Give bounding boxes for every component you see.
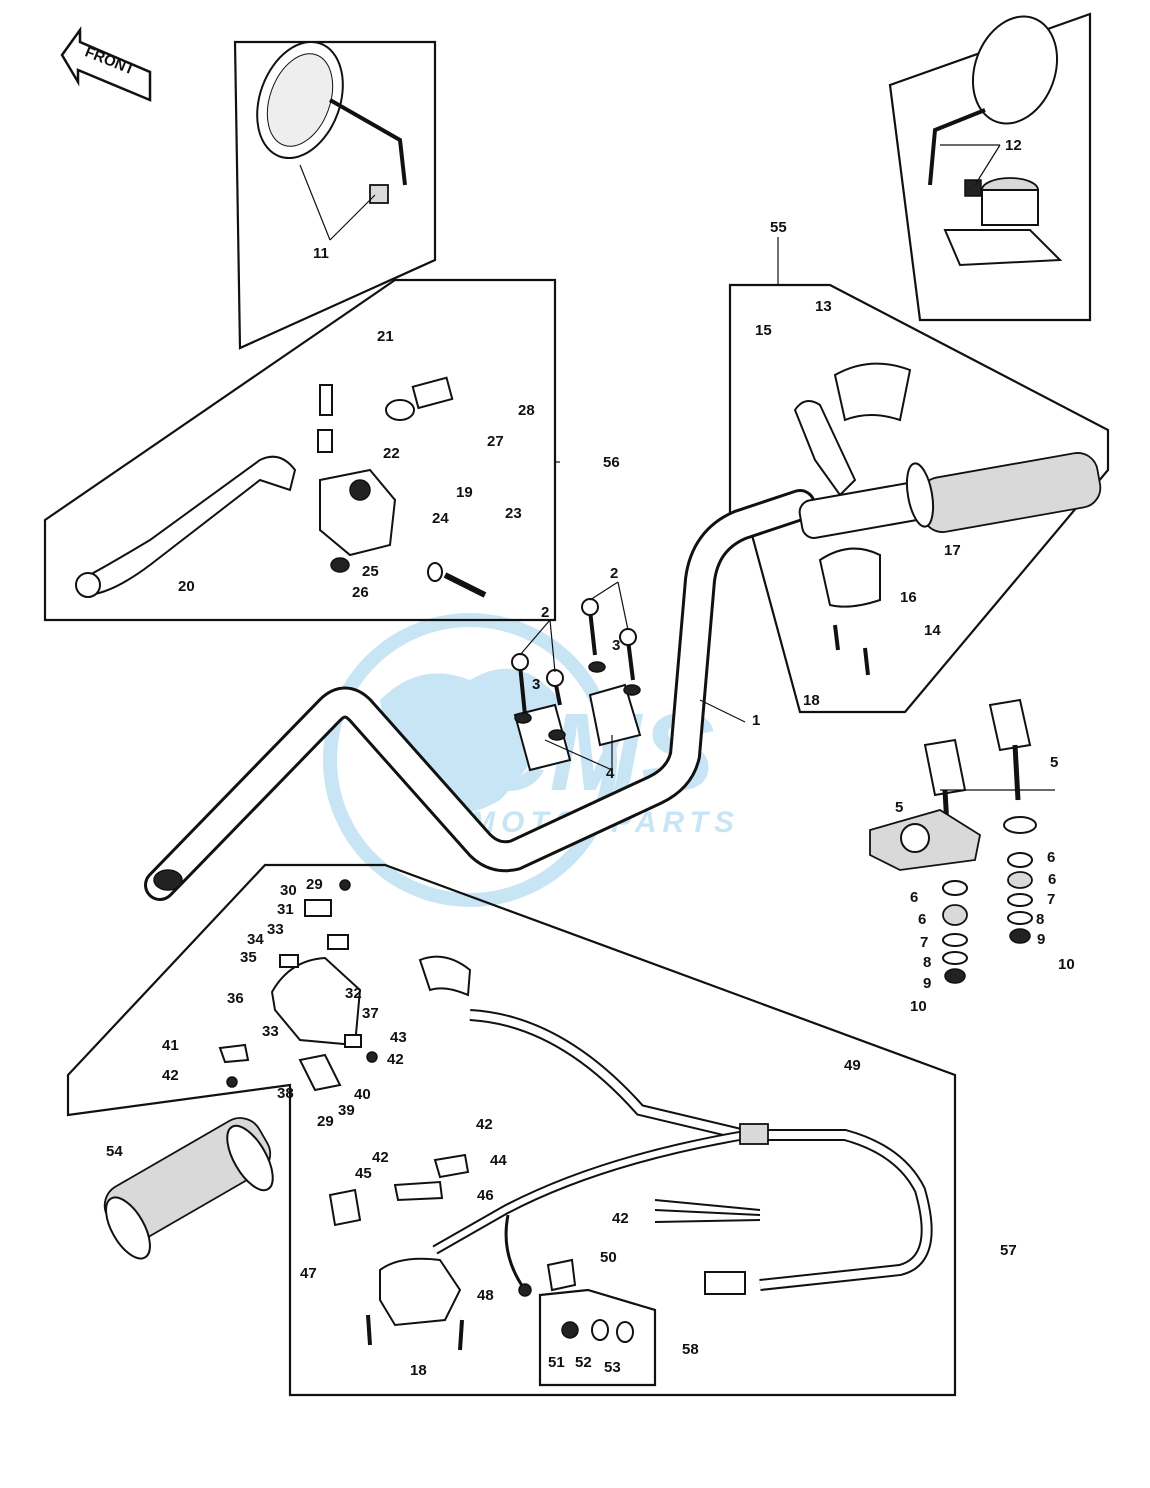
callout-36: 36 <box>227 990 244 1007</box>
front-arrow: FRONT <box>60 26 152 102</box>
mirror-left-frame <box>233 40 437 350</box>
right-switch-parts <box>793 362 1102 676</box>
callout-40: 40 <box>354 1086 371 1103</box>
callout-32: 32 <box>345 985 362 1002</box>
callout-2b: 2 <box>610 565 618 582</box>
callout-44: 44 <box>490 1152 507 1169</box>
callout-2a: 2 <box>541 604 549 621</box>
left-switch-frame <box>66 863 957 1397</box>
callout-25: 25 <box>362 563 379 580</box>
callout-42d: 42 <box>372 1149 389 1166</box>
callout-5b: 5 <box>895 799 903 816</box>
callout-49: 49 <box>844 1057 861 1074</box>
leader-lines <box>299 144 1055 791</box>
callout-38: 38 <box>277 1085 294 1102</box>
callout-14: 14 <box>924 622 941 639</box>
callout-34: 34 <box>247 931 264 948</box>
callout-29b: 29 <box>317 1113 334 1130</box>
callout-21: 21 <box>377 328 394 345</box>
callout-17: 17 <box>944 542 961 559</box>
left-mirror <box>256 40 407 204</box>
callout-26: 26 <box>352 584 369 601</box>
callout-3a: 3 <box>532 676 540 693</box>
callout-54: 54 <box>106 1143 123 1160</box>
handlebar <box>144 489 816 901</box>
callout-6d: 6 <box>918 911 926 928</box>
callout-35: 35 <box>240 949 257 966</box>
callout-16: 16 <box>900 589 917 606</box>
fork-clamp-parts <box>869 698 1037 984</box>
callout-42a: 42 <box>162 1067 179 1084</box>
clutch-lever-frame <box>43 278 557 622</box>
left-grip <box>103 1117 274 1260</box>
callout-42e: 42 <box>612 1210 629 1227</box>
callout-10b: 10 <box>910 998 927 1015</box>
callout-3b: 3 <box>612 637 620 654</box>
callout-12: 12 <box>1005 137 1022 154</box>
callout-33a: 33 <box>267 921 284 938</box>
callout-57: 57 <box>1000 1242 1017 1259</box>
callout-56: 56 <box>603 454 620 471</box>
small-parts-frame <box>538 1288 657 1387</box>
callout-30: 30 <box>280 882 297 899</box>
master-cylinder <box>943 177 1063 267</box>
callout-7a: 7 <box>1047 891 1055 908</box>
left-switch-housing <box>218 879 378 1092</box>
callout-4: 4 <box>606 765 615 782</box>
callout-18a: 18 <box>803 692 820 709</box>
callout-9a: 9 <box>1037 931 1045 948</box>
callout-11: 11 <box>313 245 329 262</box>
callout-19: 19 <box>456 484 473 501</box>
callout-23: 23 <box>505 505 522 522</box>
callout-20: 20 <box>178 578 195 595</box>
callout-1: 1 <box>752 712 760 729</box>
callout-50: 50 <box>600 1249 617 1266</box>
callout-41: 41 <box>162 1037 179 1054</box>
callout-6c: 6 <box>910 889 918 906</box>
callout-48: 48 <box>477 1287 494 1304</box>
callout-5a: 5 <box>1050 754 1058 771</box>
callout-58: 58 <box>682 1341 699 1358</box>
callout-24: 24 <box>432 510 449 527</box>
callout-27: 27 <box>487 433 504 450</box>
callout-52: 52 <box>575 1354 592 1371</box>
callout-13: 13 <box>815 298 832 315</box>
callout-53: 53 <box>604 1359 621 1376</box>
callout-55: 55 <box>770 219 787 236</box>
callout-6b: 6 <box>1048 871 1056 888</box>
callout-31: 31 <box>277 901 294 918</box>
callout-42b: 42 <box>387 1051 404 1068</box>
callout-22: 22 <box>383 445 400 462</box>
callout-8a: 8 <box>1036 911 1044 928</box>
callout-18b: 18 <box>410 1362 427 1379</box>
callout-39: 39 <box>338 1102 355 1119</box>
callout-33b: 33 <box>262 1023 279 1040</box>
callout-labels: 1 2 2 3 3 4 5 5 6 6 6 6 7 7 8 8 9 9 10 1… <box>106 137 1075 1379</box>
lower-switch-parts <box>328 1153 634 1351</box>
callout-43: 43 <box>390 1029 407 1046</box>
clutch-lever <box>75 455 297 598</box>
lever-holder <box>317 376 487 598</box>
callout-7b: 7 <box>920 934 928 951</box>
callout-45: 45 <box>355 1165 372 1182</box>
callout-46: 46 <box>477 1187 494 1204</box>
callout-6a: 6 <box>1047 849 1055 866</box>
callout-47: 47 <box>300 1265 317 1282</box>
callout-29a: 29 <box>306 876 323 893</box>
callout-42c: 42 <box>476 1116 493 1133</box>
callout-8b: 8 <box>923 954 931 971</box>
callout-37: 37 <box>362 1005 379 1022</box>
callout-15: 15 <box>755 322 772 339</box>
wiring-harness <box>418 955 933 1297</box>
callout-51: 51 <box>548 1354 565 1371</box>
right-mirror <box>928 15 1059 186</box>
callout-9b: 9 <box>923 975 931 992</box>
callout-28: 28 <box>518 402 535 419</box>
callout-10a: 10 <box>1058 956 1075 973</box>
